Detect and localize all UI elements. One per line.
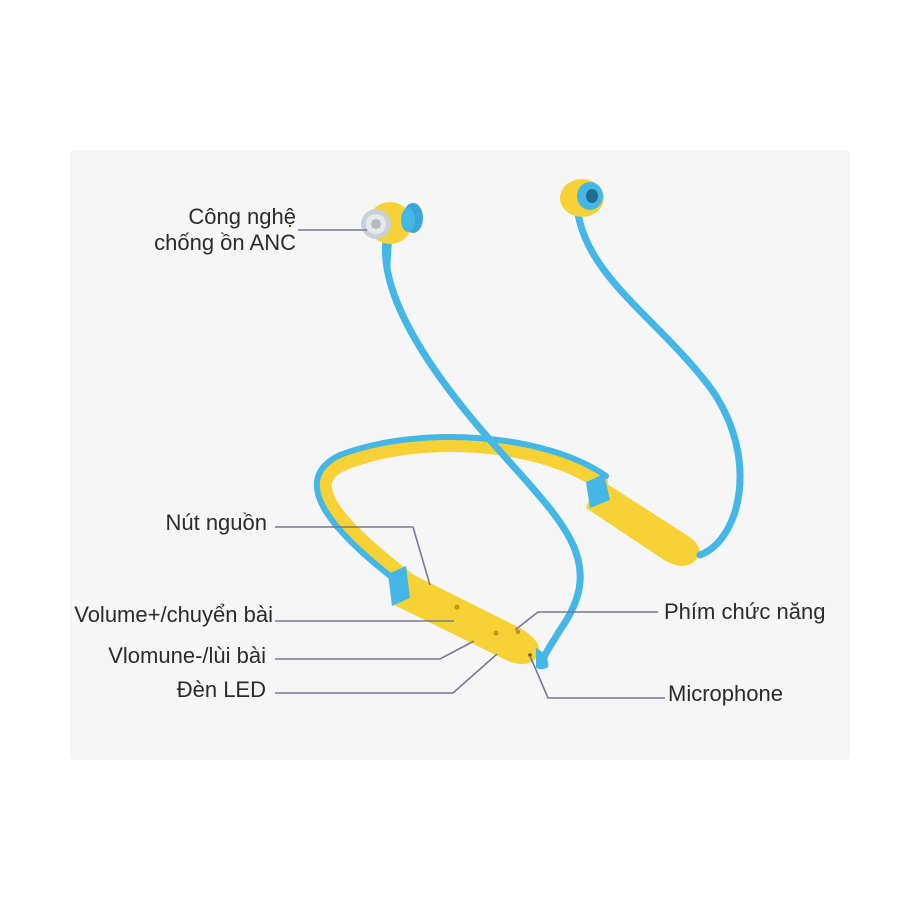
leader-function-key [514, 611, 658, 631]
leader-led [275, 653, 498, 694]
leader-volume-down [275, 640, 475, 660]
right-earbud [560, 179, 604, 217]
function-key-button [515, 629, 521, 635]
volume-down-label: Vlomune-/lùi bài [108, 643, 266, 668]
neckband-collar [313, 434, 609, 586]
leader-microphone [529, 655, 665, 699]
volume-up-label: Volume+/chuyển bài [74, 602, 273, 627]
left-earbud [361, 202, 423, 272]
volume-up-button [454, 604, 460, 610]
right-pod [586, 474, 700, 566]
microphone-label: Microphone [668, 681, 783, 706]
microphone-hole [528, 653, 532, 657]
power-button-label: Nút nguồn [165, 510, 267, 535]
anc-label: Công nghệ chống ồn ANC [106, 204, 296, 256]
leader-power [275, 526, 431, 586]
left-pod [388, 566, 548, 670]
cables [381, 210, 744, 669]
anc-label-line1: Công nghệ [188, 204, 296, 229]
function-key-label: Phím chức năng [664, 599, 826, 624]
led-label: Đèn LED [176, 677, 266, 702]
anc-label-line2: chống ồn ANC [154, 230, 296, 255]
photo-backdrop [70, 150, 850, 760]
volume-down-button [493, 630, 499, 636]
leader-lines [275, 229, 665, 699]
